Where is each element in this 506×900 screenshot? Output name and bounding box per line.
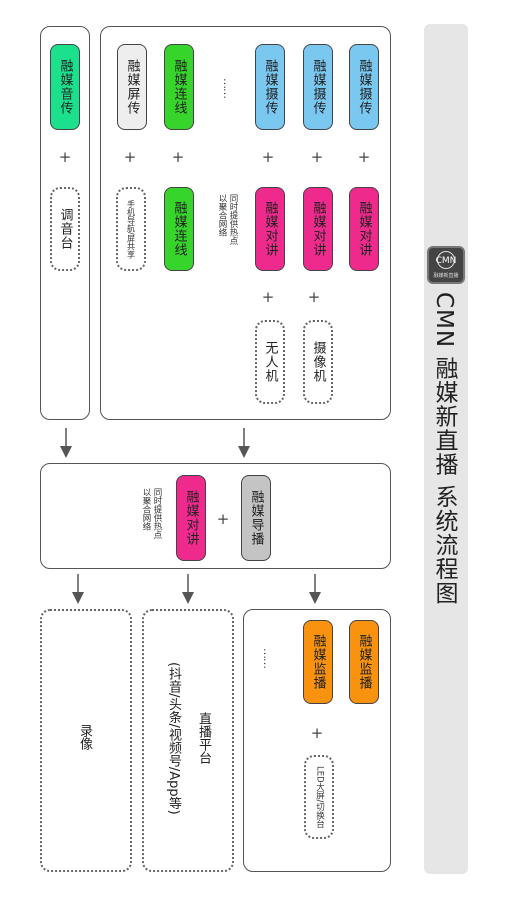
- live-platform-subtitle: (抖音/头条/视频号/App等): [166, 662, 181, 815]
- rongmei-intercom-1[interactable]: 融媒对讲: [349, 187, 379, 271]
- title-bar: [424, 24, 468, 874]
- device-label: 调音台: [57, 208, 73, 250]
- pill-label: 融媒监播: [310, 634, 326, 690]
- pill-label: 融媒对讲: [183, 490, 199, 546]
- plus-sign: +: [171, 148, 185, 166]
- live-platform-box: [142, 609, 234, 872]
- pill-label: 融媒对讲: [262, 201, 278, 257]
- device-label: LED大屏/切换台: [314, 765, 325, 828]
- plus-sign: +: [357, 148, 371, 166]
- drone-device: 无人机: [255, 320, 285, 404]
- pill-label: 融媒连线: [171, 59, 187, 115]
- rongmei-intercom-2[interactable]: 融媒对讲: [303, 187, 333, 271]
- rongmei-connect-2[interactable]: 融媒连线: [164, 187, 194, 271]
- rongmei-camera-transfer-2[interactable]: 融媒摄传: [303, 44, 333, 130]
- rongmei-audio-transfer[interactable]: 融媒音传: [50, 44, 80, 130]
- rongmei-monitor-2[interactable]: 融媒监播: [303, 620, 333, 704]
- live-platform-title: 直播平台: [196, 712, 211, 764]
- rongmei-intercom-director[interactable]: 融媒对讲: [176, 475, 206, 561]
- led-screen-device: LED大屏/切换台: [304, 755, 334, 839]
- plus-sign: +: [261, 288, 275, 306]
- logo-subtext: 融媒新直播: [433, 273, 459, 279]
- pill-label: 融媒连线: [171, 201, 187, 257]
- plus-sign: +: [310, 724, 324, 742]
- mixer-device: 调音台: [50, 187, 80, 271]
- recording-box: [40, 609, 132, 872]
- pill-label: 融媒对讲: [356, 201, 372, 257]
- cmn-logo: CMN 融媒新直播: [427, 246, 465, 284]
- rongmei-monitor-1[interactable]: 融媒监播: [349, 620, 379, 704]
- logo-ring-icon: [437, 251, 455, 269]
- plus-sign: +: [307, 288, 321, 306]
- diagram-title: CMN 融媒新直播 系统流程图: [431, 292, 457, 605]
- plus-sign: +: [310, 148, 324, 166]
- pill-label: 融媒监播: [356, 634, 372, 690]
- capture-group-panel: [100, 26, 391, 420]
- rongmei-camera-transfer-3[interactable]: 融媒摄传: [255, 44, 285, 130]
- pill-label: 融媒摄传: [262, 59, 278, 115]
- pill-label: 融媒导播: [248, 490, 264, 546]
- hotspot-note: 同时提供热点 以聚合网络: [217, 194, 238, 245]
- pill-label: 融媒音传: [57, 59, 73, 115]
- pill-label: 融媒摄传: [356, 59, 372, 115]
- device-label: 手机导航/屏共享: [126, 199, 136, 259]
- device-label: 摄像机: [310, 341, 326, 383]
- pill-label: 融媒对讲: [310, 201, 326, 257]
- plus-sign: +: [261, 148, 275, 166]
- plus-sign: +: [58, 148, 72, 166]
- phone-screen-device: 手机导航/屏共享: [116, 187, 146, 271]
- plus-sign: +: [216, 510, 230, 528]
- pill-label: 融媒屏传: [124, 59, 140, 115]
- plus-sign: +: [123, 148, 137, 166]
- device-label: 无人机: [262, 341, 278, 383]
- recording-label: 录像: [77, 724, 92, 750]
- rongmei-intercom-3[interactable]: 融媒对讲: [255, 187, 285, 271]
- pill-label: 融媒摄传: [310, 59, 326, 115]
- director-panel: [40, 463, 391, 569]
- rongmei-connect-1[interactable]: 融媒连线: [164, 44, 194, 130]
- rongmei-director[interactable]: 融媒导播: [241, 475, 271, 561]
- director-hotspot-note: 同时提供热点 以聚合网络: [141, 488, 162, 539]
- camera-device: 摄像机: [303, 320, 333, 404]
- ellipsis: ……: [261, 648, 274, 668]
- rongmei-camera-transfer-1[interactable]: 融媒摄传: [349, 44, 379, 130]
- ellipsis: ……: [221, 78, 234, 98]
- rongmei-screen-transfer[interactable]: 融媒屏传: [117, 44, 147, 130]
- logo-text: CMN: [435, 256, 457, 266]
